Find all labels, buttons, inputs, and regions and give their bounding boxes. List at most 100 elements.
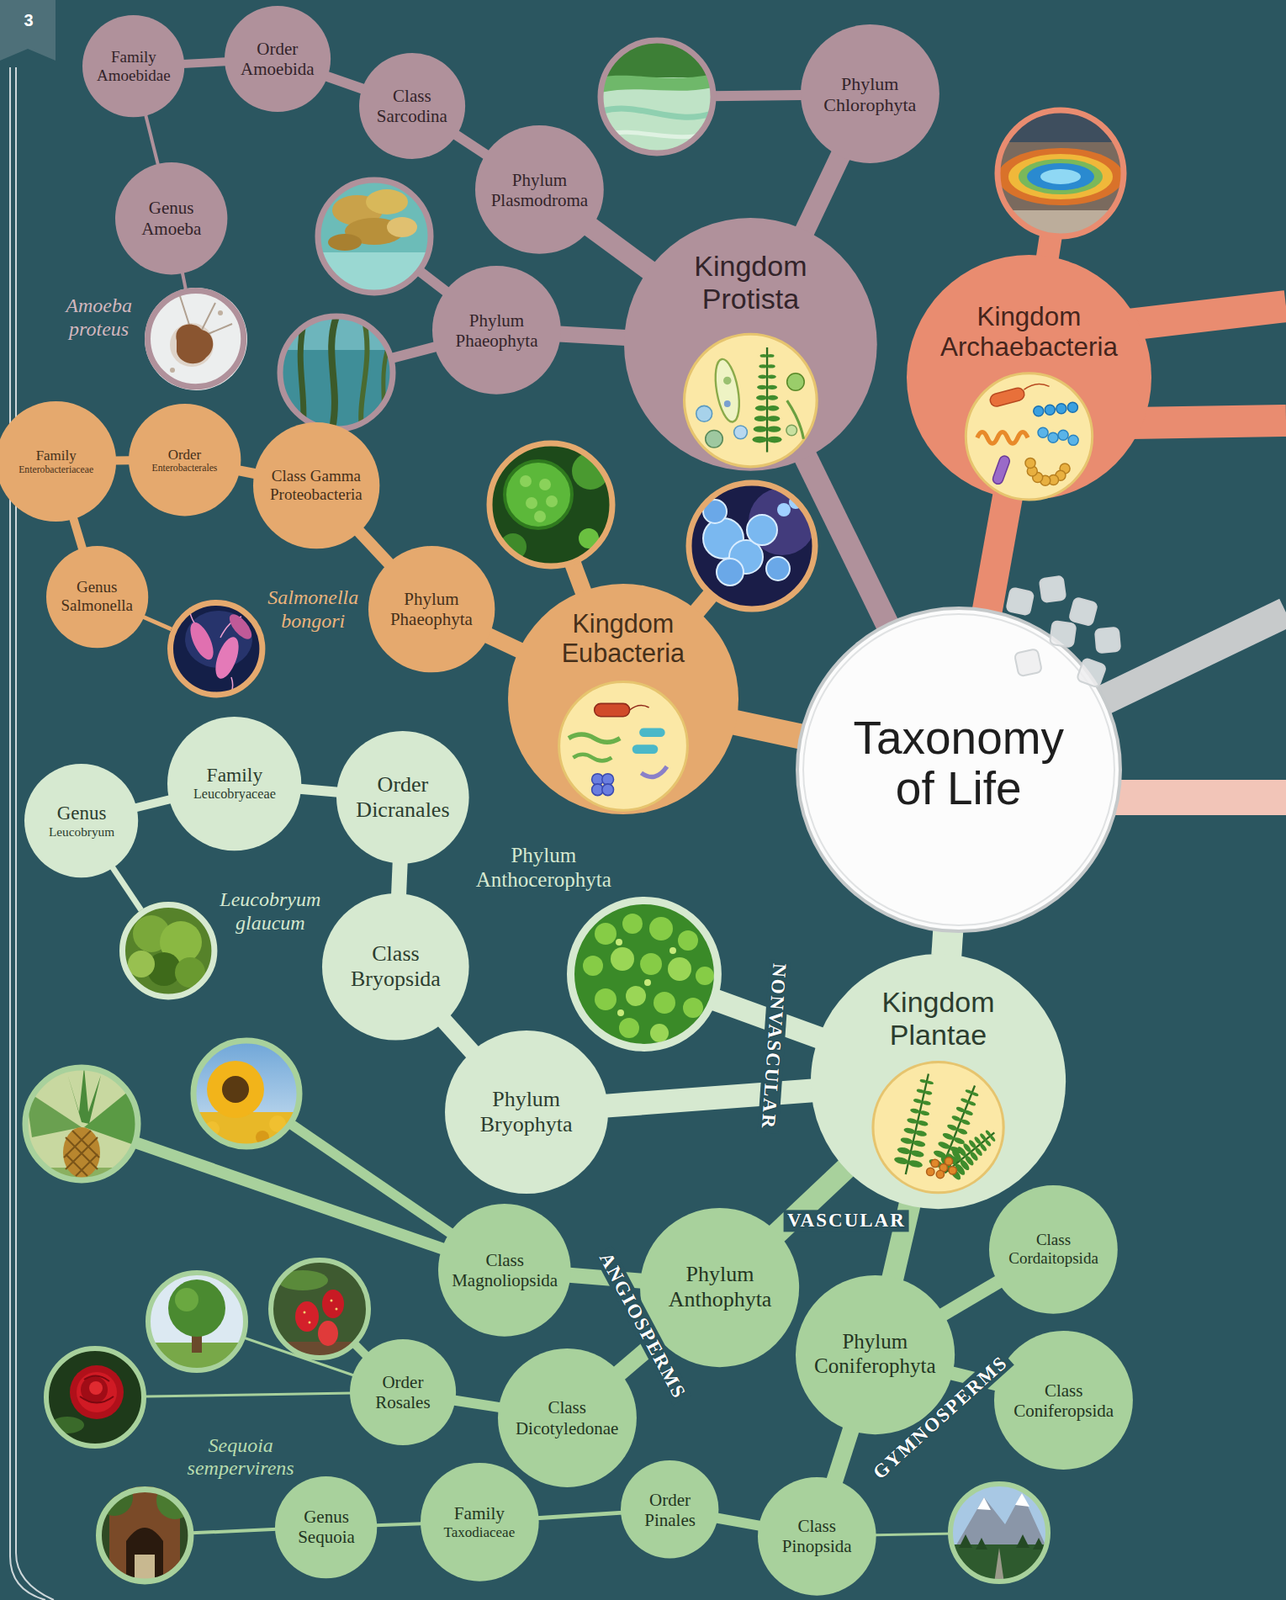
kingdom-illustration (912, 1138, 927, 1148)
root-circle: Taxonomy of Life (795, 606, 1122, 933)
kingdom-illustration (960, 1096, 969, 1103)
circle-outline (95, 1486, 194, 1584)
kingdom-illustration (558, 681, 688, 810)
circle-outline (144, 287, 247, 390)
circle-outline (800, 24, 940, 164)
taxon-circle: Genus Leucobryum (24, 763, 138, 878)
taxon-circle: Class Dicotyledonae (497, 1348, 637, 1488)
branch-line (73, 517, 84, 551)
photo-mountain (950, 1483, 1048, 1582)
taxon-name: Class Coniferopsida (1013, 1380, 1114, 1421)
taxon-circle: Order Amoebida (224, 5, 331, 112)
branch-line (950, 1372, 998, 1385)
circle-outline (508, 583, 739, 815)
kingdom-illustration (767, 416, 780, 423)
species-label: Leucobryum glaucum (219, 888, 321, 935)
kingdom-illustration (907, 1158, 924, 1169)
kingdom-illustration (919, 1078, 927, 1084)
taxon-name: Class Magnoliopsida (451, 1248, 558, 1290)
kingdom-illustration (787, 401, 805, 440)
photo-bacteria-blue (766, 556, 790, 581)
branch-line (589, 227, 650, 271)
group-label: NONVASCULAR (756, 958, 791, 1133)
branch-line (444, 1020, 473, 1053)
photo-tree (148, 1272, 246, 1371)
kingdom-illustration (767, 395, 778, 401)
photo-bacteria-green (489, 443, 613, 567)
taxon-circle: Genus Salmonella (46, 545, 149, 648)
taxon-circle: Phylum Phaeophyta (432, 265, 561, 395)
photo-sunflower (206, 1060, 265, 1118)
photo-strawberry (295, 1301, 319, 1332)
circle-outline (432, 265, 561, 395)
branch-band (81, 1123, 505, 1271)
taxon-name: Order Amoebida (240, 38, 314, 80)
circle-outline (368, 545, 495, 673)
kingdom-illustration (1033, 406, 1044, 417)
photo-rose (89, 1381, 103, 1395)
branch-line (618, 1337, 661, 1374)
kingdom-circle: Kingdom Plantae (810, 953, 1066, 1209)
photo-strawberry (330, 1299, 334, 1302)
photo-sequoia (126, 1527, 164, 1584)
photo-algae (600, 40, 714, 154)
kingdom-illustration (684, 334, 818, 468)
photo-rose (46, 1348, 144, 1446)
photo-salmonella (167, 598, 265, 699)
kingdom-illustration (977, 432, 1028, 445)
branch-band (81, 94, 1286, 1536)
taxon-circle: Genus Amoeba (115, 162, 228, 275)
kingdom-illustration (723, 376, 731, 385)
photo-algae (602, 108, 712, 117)
kingdom-illustration (936, 1139, 951, 1150)
taxon-name: Class Pinopsida (782, 1515, 853, 1556)
taxon-name: Phylum Phaeophyta (390, 588, 473, 630)
photo-bacteria-blue (688, 482, 815, 609)
kingdom-illustration (1023, 384, 1049, 391)
photo-sequoia (95, 1478, 194, 1584)
photo-hornwort (695, 966, 715, 985)
photo-bacteria-green (525, 497, 538, 509)
photo-strawberry (317, 1320, 339, 1346)
kingdom-illustration (919, 1109, 931, 1117)
kingdom-illustration (1056, 403, 1067, 414)
kingdom-illustration (965, 373, 1092, 500)
kingdom-illustration (724, 401, 731, 408)
photo-kelp (280, 316, 393, 429)
kingdom-illustration (1058, 429, 1069, 440)
photo-amoeba (175, 324, 213, 365)
kingdom-illustration (948, 1165, 957, 1174)
photo-bacteria-green (489, 443, 613, 567)
dice-decoration (1005, 587, 1034, 616)
branch-line (714, 999, 821, 1038)
dice-decoration (1075, 657, 1107, 688)
circle-outline (624, 217, 878, 472)
photo-amoeba (144, 287, 248, 391)
branch-line (191, 1529, 277, 1534)
photo-salmonella (211, 634, 244, 682)
branch-line (142, 616, 174, 630)
photo-salmonella (167, 599, 265, 698)
kingdom-illustration (734, 425, 748, 440)
taxon-circle: Genus Sequoia (275, 1476, 377, 1578)
kingdom-illustration (759, 365, 768, 369)
kingdom-illustration (767, 406, 779, 412)
photo-strawberry (270, 1259, 369, 1358)
kingdom-illustration (916, 1119, 929, 1127)
taxon-circle: Order Pinales (620, 1460, 719, 1558)
photo-amoeba (169, 322, 214, 367)
photo-pineapple (63, 1130, 100, 1176)
kingdom-illustration (568, 734, 620, 742)
species-label: Phylum Anthocerophyta (476, 843, 612, 893)
photo-seaweed (328, 233, 362, 251)
kingdom-illustration (684, 334, 818, 468)
photo-circle: Amoeba proteus (144, 287, 247, 390)
taxon-name: Phylum Plasmodroma (491, 169, 588, 210)
branch-line (605, 1090, 813, 1106)
photo-pineapple (25, 1067, 138, 1181)
taxon-name: Phylum Anthophyta (668, 1261, 773, 1313)
kingdom-illustration (914, 1128, 927, 1137)
branch-line (114, 455, 131, 465)
kingdom-illustration (754, 416, 768, 423)
taxon-name: Order Enterobacterales (137, 445, 233, 474)
